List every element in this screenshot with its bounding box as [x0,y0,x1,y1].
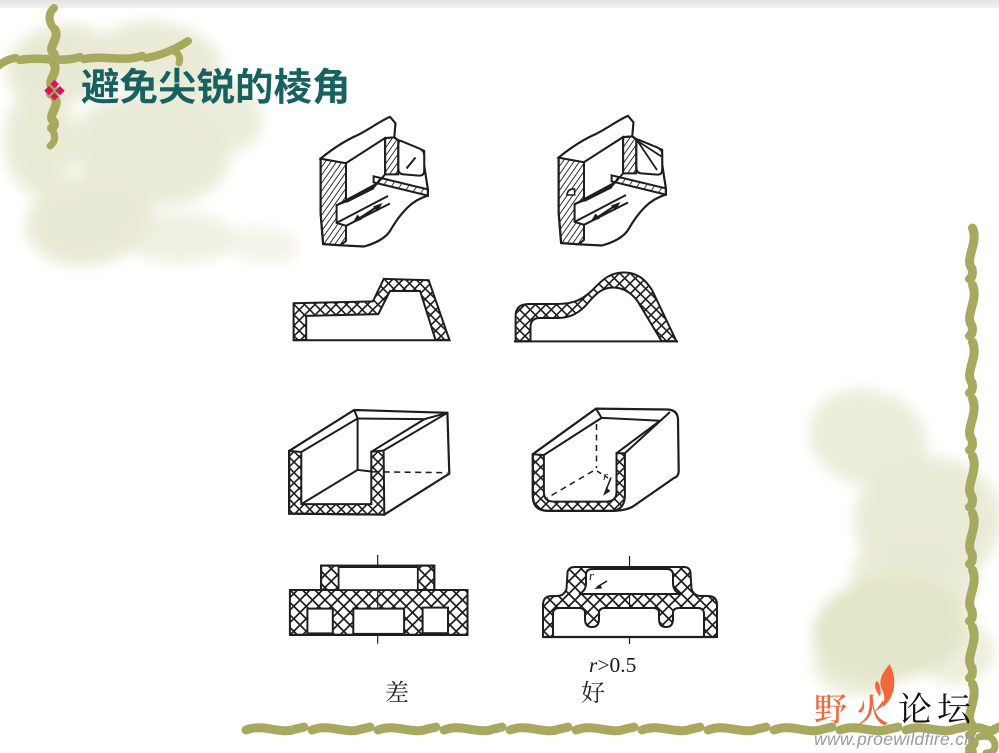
svg-text:r: r [603,468,609,483]
svg-text:www.proewildfire.cn: www.proewildfire.cn [814,729,974,749]
svg-text:r: r [589,568,595,583]
svg-text:r>0.5: r>0.5 [589,653,636,677]
